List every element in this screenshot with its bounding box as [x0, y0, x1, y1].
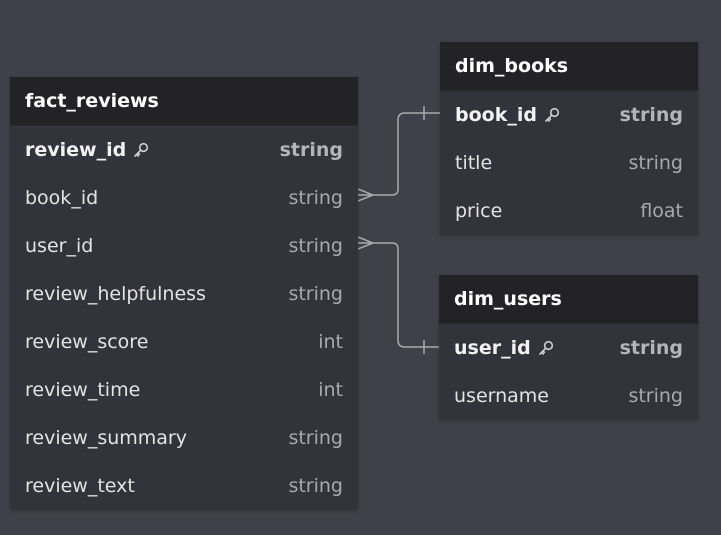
column-name: review_score [25, 331, 149, 353]
column-name: username [454, 385, 549, 407]
relationship-user-id[interactable] [357, 236, 440, 354]
column-type: string [279, 139, 343, 161]
column-name: user_id [25, 235, 94, 257]
column-type: string [628, 385, 683, 407]
column-name: review_time [25, 379, 141, 401]
column-name: title [455, 152, 493, 174]
column-row-title[interactable]: title string [440, 139, 698, 187]
column-name: review_text [25, 475, 135, 497]
column-name: user_id [454, 337, 531, 359]
column-row-review-time[interactable]: review_time int [10, 366, 358, 414]
relationship-book-id[interactable] [357, 106, 440, 202]
column-row-review-score[interactable]: review_score int [10, 318, 358, 366]
column-row-user-id[interactable]: user_id string [439, 324, 698, 372]
connector-line [358, 112, 440, 196]
key-icon [538, 340, 553, 355]
column-row-price[interactable]: price float [440, 187, 698, 235]
column-type: string [288, 427, 343, 449]
crowfoot-many-icon [357, 236, 376, 250]
table-dim-users[interactable]: dim_users user_id string username string [439, 275, 698, 420]
column-row-book-id[interactable]: book_id string [10, 174, 358, 222]
connector-line [358, 242, 440, 348]
column-name: review_summary [25, 427, 187, 449]
column-type: string [288, 283, 343, 305]
column-row-review-helpfulness[interactable]: review_helpfulness string [10, 270, 358, 318]
table-fact-reviews[interactable]: fact_reviews review_id string book_id st… [10, 77, 358, 510]
column-type: string [619, 337, 683, 359]
key-icon [545, 107, 560, 122]
column-row-review-text[interactable]: review_text string [10, 462, 358, 510]
table-title: dim_users [439, 275, 698, 324]
column-row-review-id[interactable]: review_id string [10, 126, 358, 174]
column-type: string [288, 235, 343, 257]
column-type: string [619, 104, 683, 126]
crowfoot-many-icon [357, 188, 376, 202]
column-type: string [288, 187, 343, 209]
column-row-book-id[interactable]: book_id string [440, 91, 698, 139]
table-title: dim_books [440, 42, 698, 91]
key-icon [134, 142, 149, 157]
column-name: book_id [25, 187, 99, 209]
column-type: string [628, 152, 683, 174]
table-title: fact_reviews [10, 77, 358, 126]
column-name: price [455, 200, 503, 222]
column-row-username[interactable]: username string [439, 372, 698, 420]
column-type: int [318, 379, 343, 401]
column-name: book_id [455, 104, 537, 126]
column-row-user-id[interactable]: user_id string [10, 222, 358, 270]
column-name: review_helpfulness [25, 283, 206, 305]
column-row-review-summary[interactable]: review_summary string [10, 414, 358, 462]
column-name: review_id [25, 139, 127, 161]
column-type: int [318, 331, 343, 353]
table-dim-books[interactable]: dim_books book_id string title string pr… [440, 42, 698, 235]
column-type: string [288, 475, 343, 497]
column-type: float [640, 200, 683, 222]
